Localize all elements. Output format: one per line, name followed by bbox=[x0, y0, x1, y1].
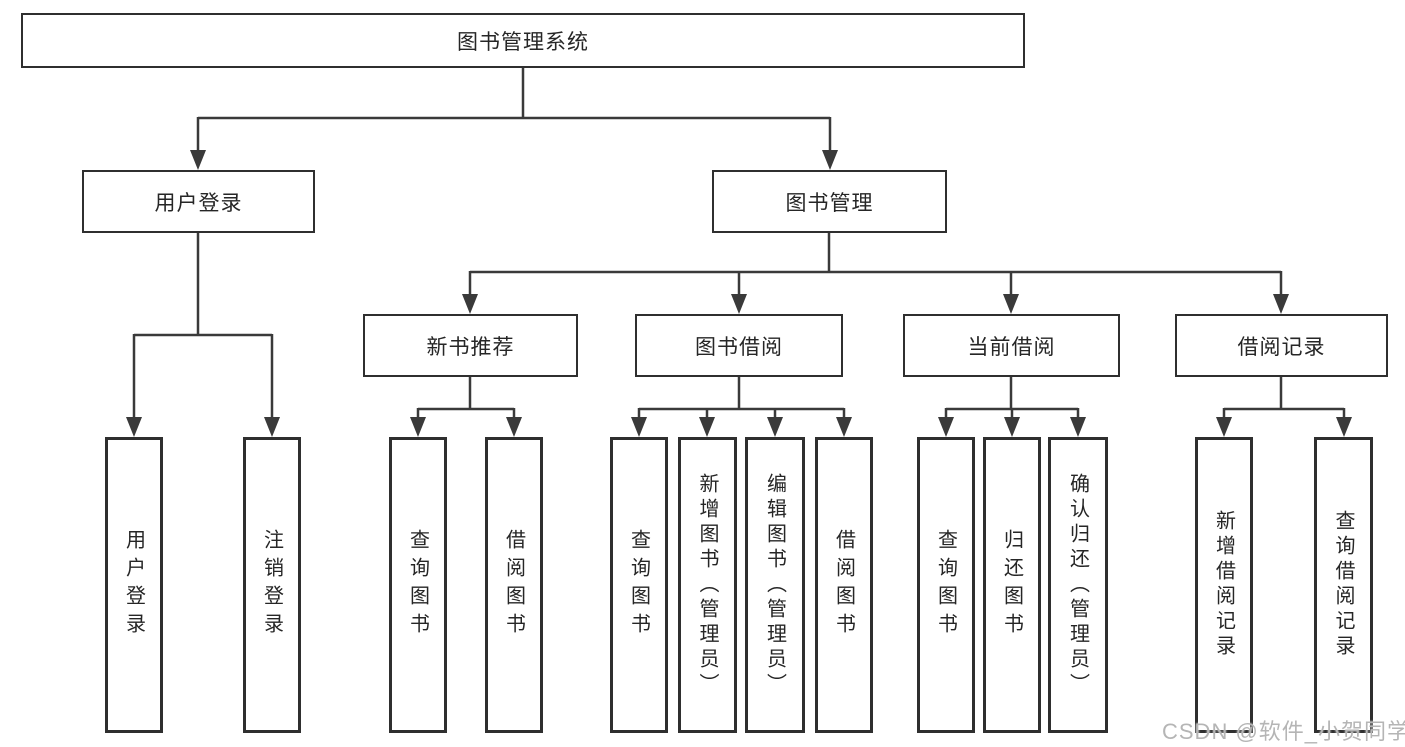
node-book-management: 图书管理 bbox=[712, 170, 947, 233]
node-current-borrow: 当前借阅 bbox=[903, 314, 1120, 377]
leaf-br-add-borrow-record: 新增借阅记录 bbox=[1195, 437, 1253, 733]
leaf-br-query-borrow-record: 查询借阅记录 bbox=[1314, 437, 1373, 733]
node-book-borrow: 图书借阅 bbox=[635, 314, 843, 377]
edge-borrow-records-to-leaves bbox=[1216, 377, 1352, 437]
leaf-nb-borrow-books: 借阅图书 bbox=[485, 437, 543, 733]
csdn-watermark: CSDN @软件_小贺同学 bbox=[1162, 719, 1405, 744]
edge-book-borrow-to-leaves bbox=[631, 377, 852, 437]
node-borrow-records: 借阅记录 bbox=[1175, 314, 1388, 377]
leaf-bb-query-books: 查询图书 bbox=[610, 437, 668, 733]
node-user-login: 用户登录 bbox=[82, 170, 315, 233]
edge-book-management-to-level3 bbox=[462, 233, 1289, 314]
edge-root-to-level2 bbox=[190, 68, 838, 170]
leaf-bb-borrow-books: 借阅图书 bbox=[815, 437, 873, 733]
node-new-book-recommend: 新书推荐 bbox=[363, 314, 578, 377]
leaf-user-login: 用户登录 bbox=[105, 437, 163, 733]
edge-new-book-recommend-to-leaves bbox=[410, 377, 522, 437]
edge-user-login-to-leaves bbox=[126, 233, 280, 437]
leaf-nb-query-books: 查询图书 bbox=[389, 437, 447, 733]
leaf-logout: 注销登录 bbox=[243, 437, 301, 733]
leaf-bb-add-book-admin: 新增图书（管理员） bbox=[678, 437, 737, 733]
leaf-bb-edit-book-admin: 编辑图书（管理员） bbox=[745, 437, 805, 733]
leaf-cb-query-books: 查询图书 bbox=[917, 437, 975, 733]
leaf-cb-return-books: 归还图书 bbox=[983, 437, 1041, 733]
leaf-cb-confirm-return-admin: 确认归还（管理员） bbox=[1048, 437, 1108, 733]
node-root-system: 图书管理系统 bbox=[21, 13, 1025, 68]
edge-current-borrow-to-leaves bbox=[938, 377, 1086, 437]
